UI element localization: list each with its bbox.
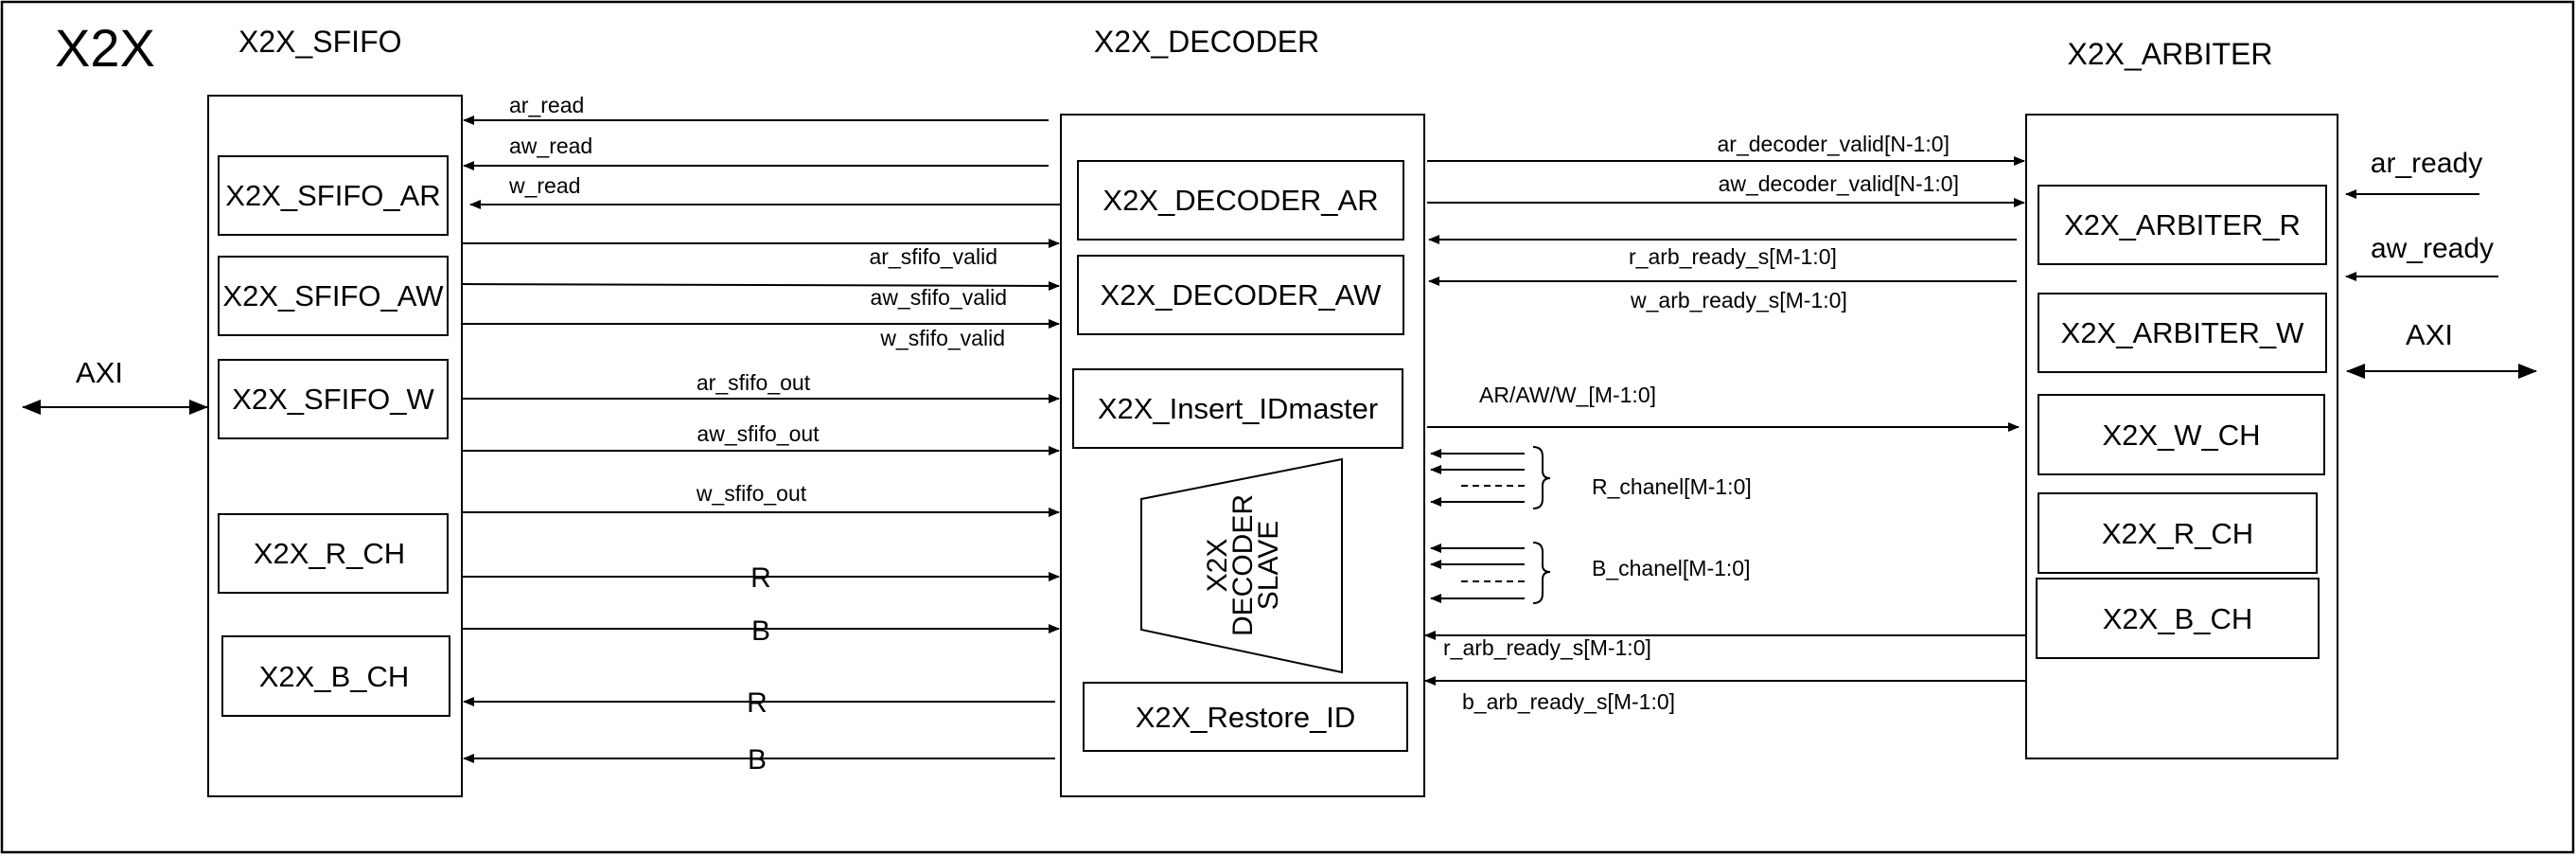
r-forward-label: R — [750, 562, 771, 594]
aw-sfifo-valid-arrow — [461, 280, 1060, 291]
ar-ready-label: ar_ready — [2371, 148, 2482, 179]
decoder-slave-line-2: DECODER — [1227, 494, 1259, 636]
sfifo-heading: X2X_SFIFO — [238, 25, 402, 59]
arbiter-heading: X2X_ARBITER — [2068, 37, 2273, 71]
r-return-label: R — [747, 687, 768, 719]
ar-sfifo-valid-label: ar_sfifo_valid — [869, 244, 997, 269]
r-chanel-label: R_chanel[M-1:0] — [1592, 474, 1752, 499]
aw-decoder-valid-label: aw_decoder_valid[N-1:0] — [1719, 171, 1959, 196]
sfifo-block-b-ch: X2X_B_CH — [221, 635, 450, 717]
sfifo-block-ar: X2X_SFIFO_AR — [218, 155, 449, 236]
ar-decoder-valid-label: ar_decoder_valid[N-1:0] — [1718, 132, 1950, 156]
axi-left-label: AXI — [76, 356, 123, 389]
sfifo-block-b-ch-label: X2X_B_CH — [259, 660, 410, 693]
arbiter-block-r-ch: X2X_R_CH — [2038, 492, 2318, 574]
sfifo-block-aw-label: X2X_SFIFO_AW — [222, 279, 444, 312]
sfifo-block-r-ch: X2X_R_CH — [218, 513, 449, 594]
arbiter-block-w-ch-label: X2X_W_CH — [2102, 419, 2260, 452]
aw-read-label: aw_read — [509, 134, 592, 158]
r-chanel-bundle — [1430, 446, 1551, 509]
arbiter-block-b-ch-label: X2X_B_CH — [2103, 602, 2253, 635]
sfifo-block-ar-label: X2X_SFIFO_AR — [225, 179, 440, 212]
ar-read-label: ar_read — [509, 93, 584, 117]
w-sfifo-out-label: w_sfifo_out — [696, 481, 807, 506]
decoder-block-insert-idmaster-label: X2X_Insert_IDmaster — [1098, 392, 1378, 425]
sfifo-block-r-ch-label: X2X_R_CH — [254, 537, 405, 570]
arbiter-block-w: X2X_ARBITER_W — [2038, 293, 2327, 373]
sfifo-block-w: X2X_SFIFO_W — [218, 359, 449, 439]
decoder-slave-line-1: X2X — [1202, 539, 1233, 593]
decoder-block-ar-label: X2X_DECODER_AR — [1103, 184, 1378, 217]
aw-ready-label: aw_ready — [2371, 233, 2494, 264]
sfifo-block-aw: X2X_SFIFO_AW — [218, 256, 449, 336]
r-arb-ready-bottom-label: r_arb_ready_s[M-1:0] — [1443, 635, 1651, 660]
decoder-block-aw-label: X2X_DECODER_AW — [1101, 278, 1383, 312]
axi-right-label: AXI — [2406, 318, 2453, 351]
sfifo-block-w-label: X2X_SFIFO_W — [232, 383, 434, 416]
r-arb-ready-top-label: r_arb_ready_s[M-1:0] — [1629, 244, 1837, 269]
w-arb-ready-label: w_arb_ready_s[M-1:0] — [1630, 288, 1847, 312]
aw-sfifo-valid-label: aw_sfifo_valid — [871, 285, 1007, 310]
ar-sfifo-out-label: ar_sfifo_out — [697, 370, 811, 395]
arbiter-block-w-label: X2X_ARBITER_W — [2061, 316, 2304, 349]
b-chanel-bundle — [1430, 542, 1551, 604]
decoder-block-insert-idmaster: X2X_Insert_IDmaster — [1072, 368, 1403, 449]
b-return-label: B — [748, 744, 767, 776]
b-forward-label: B — [751, 615, 770, 647]
decoder-block-aw: X2X_DECODER_AW — [1077, 255, 1404, 335]
diagram-title: X2X — [55, 18, 155, 78]
w-read-label: w_read — [508, 173, 580, 198]
b-chanel-label: B_chanel[M-1:0] — [1592, 556, 1750, 580]
decoder-block-ar: X2X_DECODER_AR — [1077, 160, 1404, 241]
decoder-slave-mux: X2X DECODER SLAVE — [1140, 457, 1343, 674]
decoder-slave-line-3: SLAVE — [1253, 521, 1284, 611]
arbiter-block-r: X2X_ARBITER_R — [2038, 185, 2327, 265]
decoder-block-restore-id: X2X_Restore_ID — [1083, 682, 1408, 752]
arbiter-block-r-label: X2X_ARBITER_R — [2064, 208, 2301, 241]
aw-sfifo-out-label: aw_sfifo_out — [697, 421, 820, 446]
b-arb-ready-label: b_arb_ready_s[M-1:0] — [1462, 689, 1675, 714]
arbiter-block-b-ch: X2X_B_CH — [2036, 578, 2320, 659]
decoder-block-restore-id-label: X2X_Restore_ID — [1136, 701, 1356, 734]
w-sfifo-valid-label: w_sfifo_valid — [879, 326, 1005, 350]
arbiter-block-w-ch: X2X_W_CH — [2038, 394, 2325, 475]
arbiter-block-r-ch-label: X2X_R_CH — [2102, 517, 2253, 550]
decoder-heading: X2X_DECODER — [1094, 25, 1319, 59]
ar-aw-w-label: AR/AW/W_[M-1:0] — [1479, 383, 1656, 407]
